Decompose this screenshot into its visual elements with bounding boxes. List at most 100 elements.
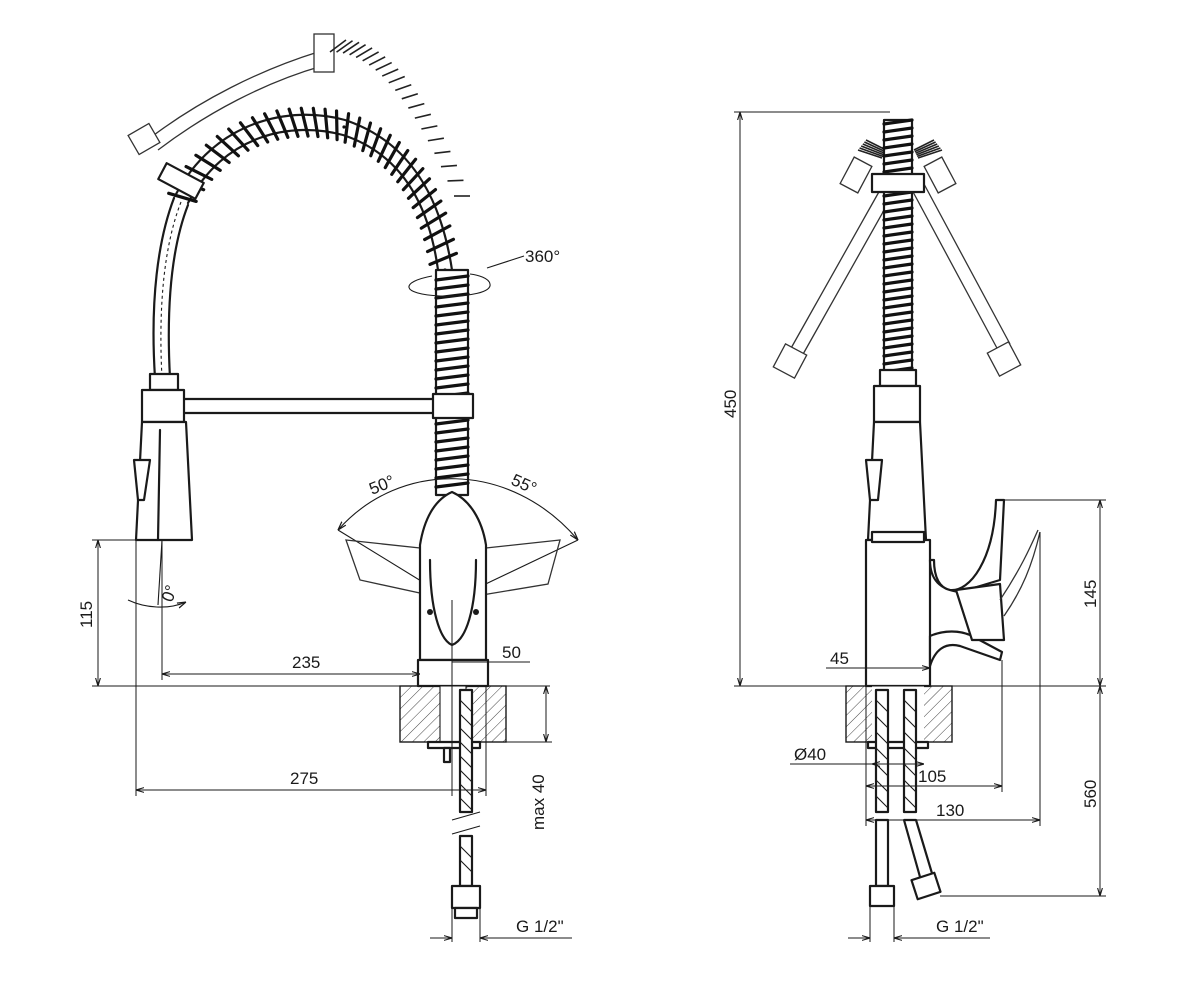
coil-turn [914,141,936,153]
braided-hose [152,196,190,380]
coil-turn [882,158,914,166]
coil-turn [862,143,885,154]
coil-turn [336,40,353,53]
side-deck-section [845,685,953,908]
coil-turn [882,246,914,254]
coil-turn [882,230,914,238]
side-spray-head [864,384,928,542]
spring-arc [157,106,459,272]
coil-turn [425,237,456,254]
faucet-body [416,490,490,688]
coil-turn [434,337,470,345]
front-dimensions: 115 235 50 275 max 40 G 1/2" [77,539,572,942]
coil-turn [383,140,401,170]
coil-turn [882,118,914,126]
coil-turn [342,41,360,54]
coil-turn [882,358,914,366]
dim-hole-diameter-label: Ø40 [794,745,826,764]
coil-turn [167,191,198,204]
coil-turn [368,56,386,66]
coil-turn [428,251,459,266]
side-spring [870,118,926,388]
coil-turn [864,141,886,153]
coil-turn [194,153,222,172]
coil-turn [882,334,914,342]
coil-turn [434,274,470,282]
dim-overall-depth-label: 130 [936,801,964,820]
coil-turn [882,310,914,318]
coil-turn [440,164,458,168]
coil-turn [882,142,914,150]
coil-turn [434,454,470,462]
coil-turn [323,107,330,140]
coil-turn [329,39,347,53]
dim-lever-height-label: 145 [1081,580,1100,608]
coil-turn [434,283,470,291]
dim-body-width-label: 45 [830,649,849,668]
spring-column: 360° [408,247,560,497]
rotation-label: 360° [525,247,560,266]
coil-turn [423,224,452,242]
support-arm [180,392,475,420]
coil-turn [882,222,914,230]
coil-turn [434,427,470,435]
thread-label-side: G 1/2" [936,917,984,936]
coil-turn [401,92,419,100]
coil-turn [334,109,339,142]
coil-turn [434,364,470,372]
angle-left-label: 50° [366,471,397,498]
coil-turn [375,61,393,71]
coil-turn [434,382,470,390]
coil-turn [882,126,914,134]
coil-turn [913,139,935,151]
coil-turn [882,294,914,302]
coil-turn [882,238,914,246]
coil-turn [263,112,280,141]
deck-section [399,685,507,920]
side-dimensions: 450 145 560 45 Ø40 105 130 G 1/2" [721,111,1106,942]
coil-turn [376,133,392,163]
coil-turn [369,127,383,158]
coil-turn [882,326,914,334]
coil-turn [184,164,214,181]
coil-turn [882,350,914,358]
coil-turn [401,167,425,192]
coil-turn [882,262,914,270]
coil-turn [882,302,914,310]
coil-turn [882,206,914,214]
coil-turn [215,134,241,158]
coil-turn [434,481,470,489]
coil-turn [414,113,432,119]
side-body [864,498,1041,688]
coil-turn [408,102,425,109]
coil-turn [381,68,399,77]
coil-turn [434,346,470,354]
spray-head: 0° [127,372,194,607]
coil-turn [311,106,320,139]
coil-turn [349,44,367,56]
coil-turn [434,150,451,155]
coil-turn [434,418,470,426]
coil-turn [434,319,470,327]
dim-deck-thickness-label: max 40 [529,774,548,830]
dim-hose-length-label: 560 [1081,780,1100,808]
coil-turn [915,143,938,154]
angle-right-label: 55° [508,470,539,498]
coil-turn [227,127,250,152]
coil-turn [434,463,470,471]
spray-angle-label: 0° [158,583,181,605]
dim-height-label: 115 [77,601,96,628]
dim-lever-reach-label: 105 [918,767,946,786]
coil-turn [882,278,914,286]
coil-turn [390,148,410,176]
coil-turn [882,166,914,174]
coil-turn [857,149,883,159]
coil-turn [421,125,438,130]
coil-turn [352,116,362,148]
coil-turn [917,149,943,159]
coil-turn [434,301,470,309]
coil-turn [419,211,448,230]
coil-turn [411,188,438,210]
coil-turn [250,116,270,144]
